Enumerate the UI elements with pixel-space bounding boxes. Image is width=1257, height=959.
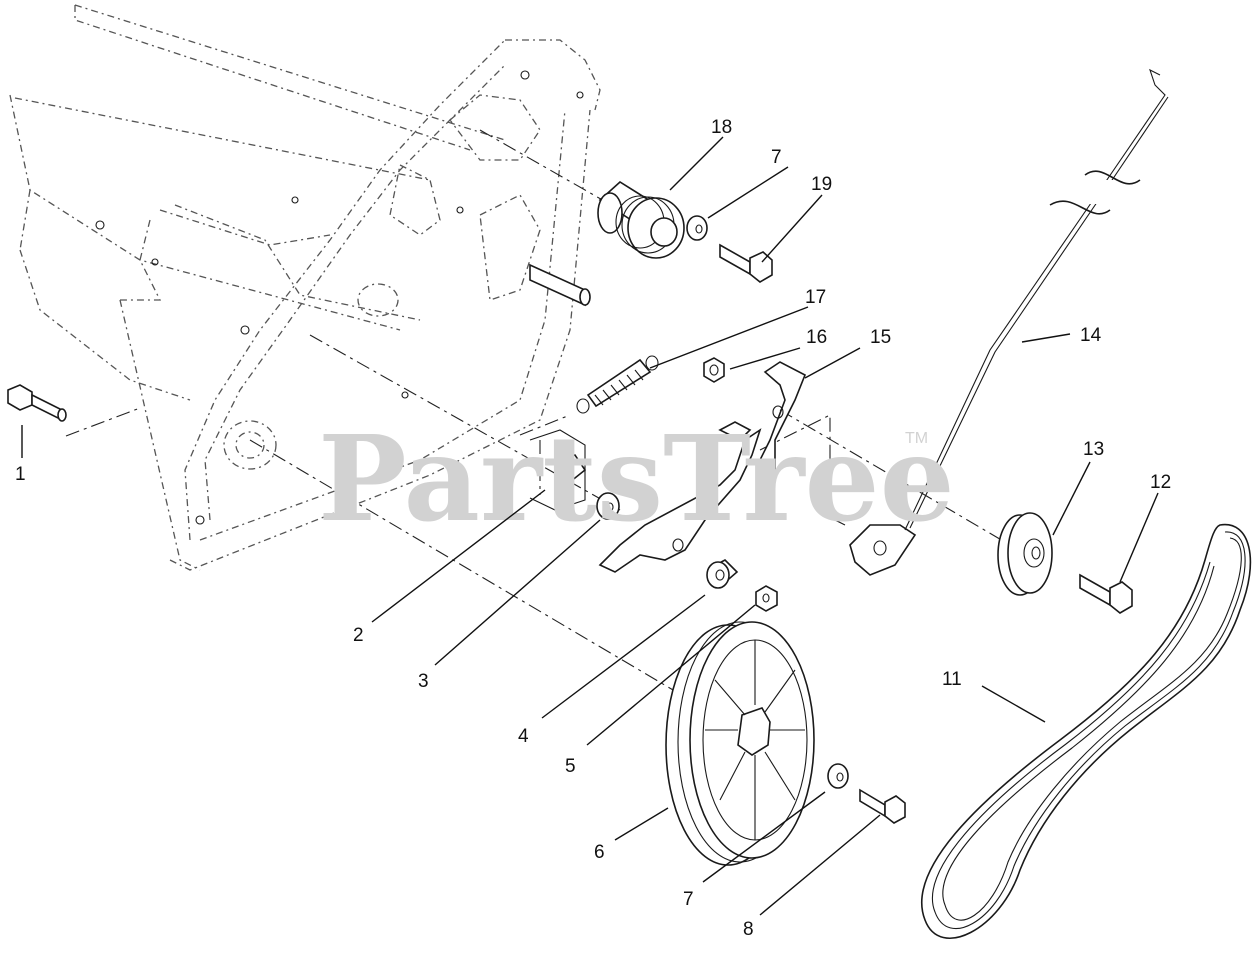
part-16-nut — [703, 357, 725, 383]
part-7-washer-upper — [686, 215, 708, 241]
partstree-watermark: PartsTree TM — [318, 409, 955, 548]
callout-5: 5 — [565, 756, 576, 777]
part-17-extension-spring — [576, 355, 659, 414]
callout-7-lower: 7 — [683, 889, 694, 910]
part-7-washer-lower — [827, 763, 849, 789]
callout-13: 13 — [1083, 439, 1104, 460]
part-1-bolt — [7, 384, 67, 422]
idler-arm-lever — [598, 421, 762, 573]
part-6-drive-pulley — [665, 621, 815, 866]
callout-1: 1 — [15, 464, 26, 485]
callout-19: 19 — [811, 174, 832, 195]
callout-17: 17 — [805, 287, 826, 308]
part-15-idler-bracket — [757, 361, 807, 480]
cable-end-bracket — [829, 499, 917, 576]
part-11-drive-belt — [920, 523, 1252, 939]
callout-2: 2 — [353, 625, 364, 646]
housing-frame-outline — [9, 4, 601, 571]
part-12-bolt — [1079, 573, 1133, 614]
part-14-control-cable — [904, 68, 1169, 531]
callout-6: 6 — [594, 842, 605, 863]
part-18-pulley-bushing — [597, 181, 685, 259]
callout-16: 16 — [806, 327, 827, 348]
callout-14: 14 — [1080, 325, 1102, 346]
assembly-centerlines — [65, 129, 1011, 701]
watermark-text: PartsTree — [318, 409, 955, 548]
callout-8: 8 — [743, 919, 754, 940]
callout-labels: 1 2 3 4 5 6 7 7 8 11 12 13 14 15 16 17 1… — [15, 117, 1171, 940]
part-5-nut — [755, 585, 778, 612]
callout-7-upper: 7 — [771, 147, 782, 168]
callout-4: 4 — [518, 726, 529, 747]
callout-18: 18 — [711, 117, 732, 138]
callout-11: 11 — [942, 669, 962, 690]
watermark-tm: TM — [905, 430, 928, 447]
part-4-spacer — [706, 559, 739, 589]
part-3-washer — [596, 492, 620, 520]
callout-3: 3 — [418, 671, 429, 692]
part-19-bolt — [719, 243, 773, 283]
callout-15: 15 — [870, 327, 891, 348]
part-13-idler-pulley — [997, 512, 1053, 596]
callout-leaders — [21, 136, 1159, 916]
callout-12: 12 — [1150, 472, 1171, 493]
part-2-spring-bracket — [529, 429, 587, 511]
part-8-bolt — [859, 788, 906, 824]
